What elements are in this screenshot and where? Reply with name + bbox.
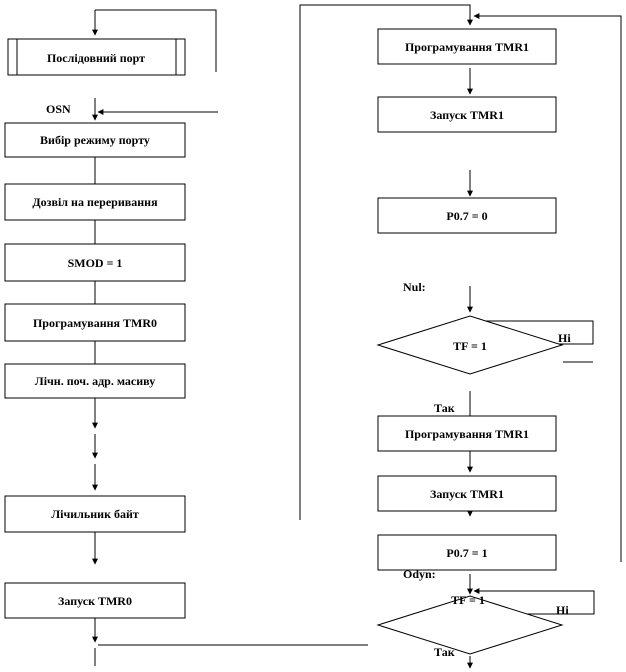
tf-check-a-label: TF = 1 xyxy=(453,339,487,353)
box-serial-port: Послідовний порт xyxy=(7,38,186,76)
smod-label: SMOD = 1 xyxy=(68,256,123,270)
loop-line-top xyxy=(95,9,217,72)
byte-counter-label: Лічильник байт xyxy=(51,507,139,521)
box-smod: SMOD = 1 xyxy=(4,243,186,282)
start-tmr0-label: Запуск TMR0 xyxy=(58,594,132,608)
label-osn: OSN xyxy=(46,102,71,116)
decision-tf-check-a: TF = 1 xyxy=(376,315,564,375)
program-tmr1-a-label: Програмування TMR1 xyxy=(405,40,529,54)
right-connectors xyxy=(299,4,622,669)
array-address-label: Лічн. поч. адр. масиву xyxy=(35,374,155,388)
box-p07-zero: P0.7 = 0 xyxy=(377,197,557,234)
box-byte-counter: Лічильник байт xyxy=(4,495,186,533)
no-b-label: Ні xyxy=(556,603,569,617)
box-mode-select: Вибір режиму порту xyxy=(4,122,186,158)
start-tmr1-a-label: Запуск TMR1 xyxy=(430,108,504,122)
box-interrupt-enable: Дозвіл на переривання xyxy=(4,183,186,221)
program-tmr1-b-label: Програмування TMR1 xyxy=(405,427,529,441)
box-program-tmr0: Програмування TMR0 xyxy=(4,303,186,342)
label-odyn: Odyn: xyxy=(403,567,436,581)
box-program-tmr1-b: Програмування TMR1 xyxy=(377,415,557,452)
arrow-loop-return xyxy=(473,13,622,562)
no-loop-b xyxy=(473,588,595,615)
box-program-tmr1-a: Програмування TMR1 xyxy=(377,28,557,65)
p07-zero-label: P0.7 = 0 xyxy=(446,209,487,223)
program-tmr0-label: Програмування TMR0 xyxy=(33,316,157,330)
box-start-tmr1-b: Запуск TMR1 xyxy=(377,475,557,512)
yes-b-label: Так xyxy=(434,645,455,659)
decision-tf-check-b: TF = 1 xyxy=(376,593,564,655)
label-nul: Nul: xyxy=(403,280,426,294)
mode-select-label: Вибір режиму порту xyxy=(40,133,150,147)
start-tmr1-b-label: Запуск TMR1 xyxy=(430,487,504,501)
yes-a-label: Так xyxy=(434,401,455,415)
box-start-tmr0: Запуск TMR0 xyxy=(4,582,186,619)
box-start-tmr1-a: Запуск TMR1 xyxy=(377,96,557,133)
tf-check-b-label: TF = 1 xyxy=(451,593,485,607)
box-array-address: Лічн. поч. адр. масиву xyxy=(4,363,186,399)
no-a-label: Ні xyxy=(558,331,571,345)
p07-one-label: P0.7 = 1 xyxy=(446,546,487,560)
left-connectors xyxy=(92,9,368,666)
interrupt-enable-label: Дозвіл на переривання xyxy=(32,195,158,209)
box-p07-one: P0.7 = 1 xyxy=(377,534,557,571)
arrow-entry-top xyxy=(299,4,473,520)
serial-port-label: Послідовний порт xyxy=(47,51,145,65)
